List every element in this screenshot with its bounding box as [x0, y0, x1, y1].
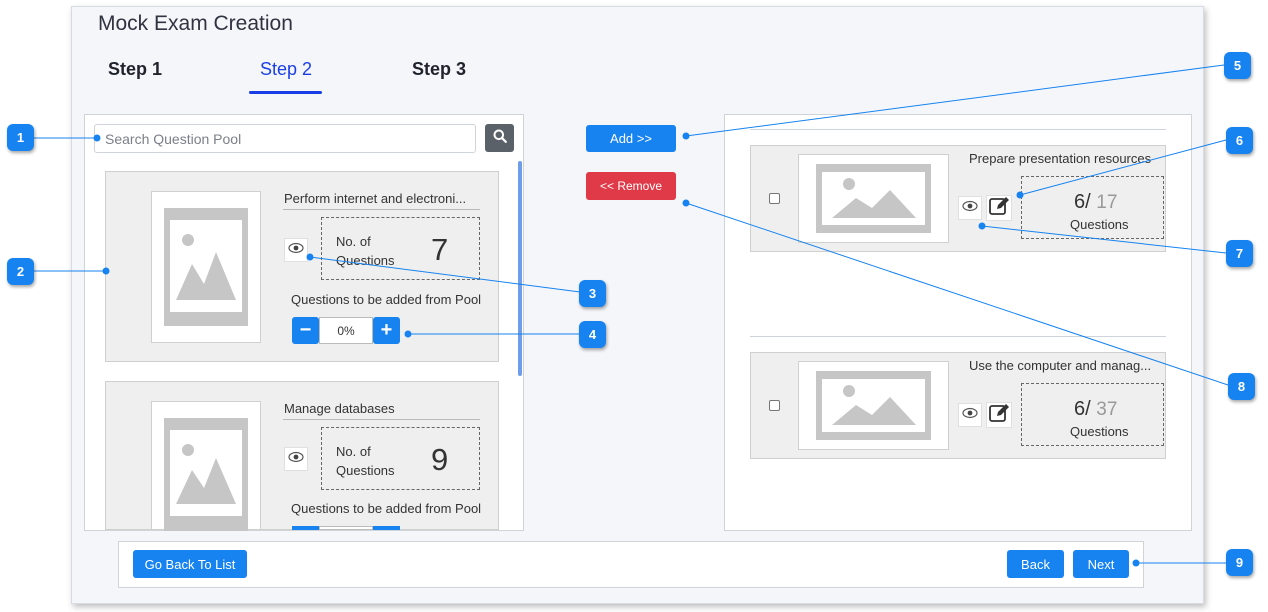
- title-divider: [283, 419, 480, 420]
- edit-button[interactable]: [986, 195, 1012, 221]
- footer-bar: [118, 541, 1144, 588]
- increment-button[interactable]: +: [373, 317, 400, 344]
- minus-icon: −: [299, 319, 312, 341]
- eye-icon: [288, 450, 304, 468]
- selected-count-fraction: 6/ 17: [1074, 191, 1118, 213]
- next-button[interactable]: Next: [1073, 550, 1129, 578]
- go-back-to-list-button[interactable]: Go Back To List: [133, 550, 247, 578]
- pool-add-label: Questions to be added from Pool: [291, 501, 482, 516]
- active-step-indicator: [249, 91, 322, 94]
- edit-button[interactable]: [986, 402, 1012, 428]
- section-divider: [750, 336, 1166, 337]
- callout-badge-7: 7: [1226, 240, 1253, 267]
- percent-input[interactable]: 0%: [319, 317, 373, 344]
- decrement-button[interactable]: −: [292, 317, 319, 344]
- eye-icon: [962, 199, 978, 217]
- question-count-label: No. of Questions: [336, 444, 395, 478]
- tab-step-2[interactable]: Step 2: [260, 59, 313, 79]
- callout-badge-9: 9: [1226, 549, 1253, 576]
- selected-count-fraction: 6/ 37: [1074, 398, 1118, 420]
- image-placeholder-icon: [798, 361, 949, 450]
- image-placeholder-icon: [151, 401, 261, 531]
- preview-button[interactable]: [284, 238, 308, 262]
- preview-button[interactable]: [284, 447, 308, 471]
- question-count-value: 9: [431, 442, 449, 477]
- pool-item-title: Manage databases: [284, 401, 395, 416]
- callout-badge-6: 6: [1226, 127, 1253, 154]
- preview-button[interactable]: [958, 196, 982, 220]
- pool-scrollbar[interactable]: [518, 161, 522, 376]
- title-divider: [283, 209, 480, 210]
- add-button[interactable]: Add >>: [586, 125, 676, 152]
- callout-badge-8: 8: [1228, 373, 1255, 400]
- search-input[interactable]: [94, 124, 476, 153]
- pool-item-title: Perform internet and electroni...: [284, 191, 467, 206]
- page-title: Mock Exam Creation: [98, 12, 293, 35]
- callout-badge-4: 4: [579, 321, 606, 348]
- eye-icon: [288, 241, 304, 259]
- back-button[interactable]: Back: [1007, 550, 1064, 578]
- eye-icon: [962, 406, 978, 424]
- question-count-value: 7: [431, 232, 449, 267]
- callout-badge-1: 1: [7, 124, 34, 151]
- questions-label: Questions: [1070, 424, 1129, 439]
- selected-item-title: Use the computer and manag...: [969, 358, 1152, 373]
- search-icon: [493, 129, 507, 148]
- selected-item-checkbox[interactable]: [769, 193, 780, 204]
- search-button[interactable]: [485, 124, 514, 152]
- tab-step-1[interactable]: Step 1: [108, 59, 163, 79]
- question-count-label: No. of Questions: [336, 234, 395, 268]
- questions-label: Questions: [1070, 217, 1129, 232]
- selected-item-checkbox[interactable]: [769, 400, 780, 411]
- edit-icon: [988, 195, 1010, 222]
- pool-add-label: Questions to be added from Pool: [291, 292, 482, 307]
- image-placeholder-icon: [151, 191, 261, 343]
- callout-badge-2: 2: [7, 258, 34, 285]
- tab-step-3[interactable]: Step 3: [412, 59, 467, 79]
- image-placeholder-icon: [798, 154, 949, 243]
- question-count-box: [321, 427, 480, 490]
- callout-badge-3: 3: [579, 280, 606, 307]
- preview-button[interactable]: [958, 403, 982, 427]
- pool-stepper-clipped: [292, 526, 400, 530]
- section-divider: [750, 129, 1166, 130]
- selected-item-title: Prepare presentation resources: [969, 151, 1152, 166]
- edit-icon: [988, 402, 1010, 429]
- plus-icon: +: [380, 319, 393, 341]
- remove-button[interactable]: << Remove: [586, 172, 676, 200]
- callout-badge-5: 5: [1224, 52, 1251, 79]
